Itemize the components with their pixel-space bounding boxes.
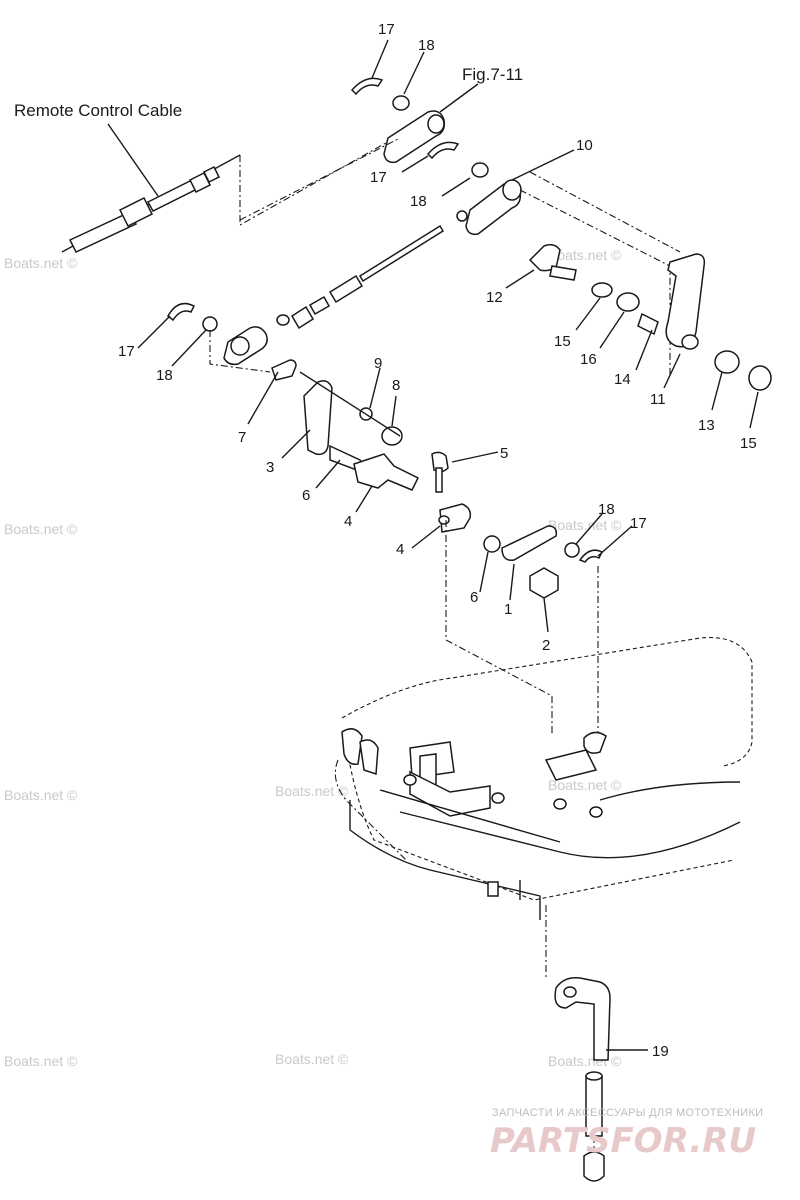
watermark: Boats.net © [548,517,622,533]
leader-line [107,123,159,197]
callout-1: 1 [504,601,512,618]
callout-8: 8 [392,377,400,394]
callout-4: 4 [396,541,404,558]
remote-control-cable-label: Remote Control Cable [14,101,182,120]
spacer-14 [637,312,659,336]
throttle-lever-assembly [528,243,772,391]
clip-17 [578,549,604,563]
rod-joint-4 [353,453,420,491]
clip-17 [426,141,460,160]
callout-16: 16 [580,351,597,368]
lower-linkage [271,359,604,740]
watermark: Boats.net © [548,247,622,263]
callout-17: 17 [370,169,387,186]
watermark: Boats.net © [548,777,622,793]
callout-9: 9 [374,355,382,372]
lever-3 [303,380,333,456]
callout-12: 12 [486,289,503,306]
remote-control-cable [61,134,401,253]
clip-17 [350,77,384,96]
callout-3: 3 [266,459,274,476]
watermark: Boats.net © [275,1051,349,1067]
callout-6: 6 [470,589,478,606]
callout-6: 6 [302,487,310,504]
washer-6 [483,535,501,553]
watermarks: Boats.net © Boats.net © Boats.net © Boat… [4,247,622,1069]
washer-18 [392,95,410,111]
callout-4: 4 [344,513,352,530]
rod-joint-4 [439,503,472,533]
engine-base [334,636,753,920]
watermark: Boats.net © [4,1053,78,1069]
callouts: 17 18 Fig.7-11 17 18 10 12 15 16 14 11 1… [118,21,757,1060]
watermark: Boats.net © [548,1053,622,1069]
nut-2 [529,567,559,599]
leader-lines [137,39,759,633]
callout-15: 15 [740,435,757,452]
callout-17: 17 [378,21,395,38]
link-1 [501,525,558,561]
pin-7 [271,359,297,381]
bolt-12 [528,243,561,272]
washer-18 [202,316,218,332]
callout-19: 19 [652,1043,669,1060]
callout-18: 18 [410,193,427,210]
callout-17: 17 [630,515,647,532]
callout-14: 14 [614,371,631,388]
washer-18 [564,542,580,558]
watermark: Boats.net © [4,521,78,537]
callout-15: 15 [554,333,571,350]
callout-18: 18 [598,501,615,518]
callout-7: 7 [238,429,246,446]
nut-13 [714,350,740,374]
callout-2: 2 [542,637,550,654]
callout-17: 17 [118,343,135,360]
callout-10: 10 [576,137,593,154]
nut-8 [381,426,403,446]
washer-15 [591,282,613,298]
figure-reference: Fig.7-11 [462,65,523,84]
brand-logo: PARTSFOR.RU [490,1121,756,1161]
washer-15 [748,365,772,391]
watermark: Boats.net © [275,783,349,799]
collar-16 [616,292,640,312]
watermark: Boats.net © [4,255,78,271]
callout-18: 18 [156,367,173,384]
clip-17 [167,302,196,322]
brand-tagline: ЗАПЧАСТИ И АКСЕССУАРЫ ДЛЯ МОТОТЕХНИКИ [492,1107,763,1119]
watermark: Boats.net © [4,787,78,803]
washer-18 [471,162,489,178]
callout-11: 11 [650,391,666,408]
callout-5: 5 [500,445,508,462]
callout-13: 13 [698,417,715,434]
lever-11 [665,253,706,348]
lower-arm-assembly [545,905,648,1182]
upper-link-rod [239,77,522,236]
brand-watermark: ЗАПЧАСТИ И АКСЕССУАРЫ ДЛЯ МОТОТЕХНИКИ PA… [490,1107,763,1161]
arm-19 [554,976,611,1061]
callout-18: 18 [418,37,435,54]
